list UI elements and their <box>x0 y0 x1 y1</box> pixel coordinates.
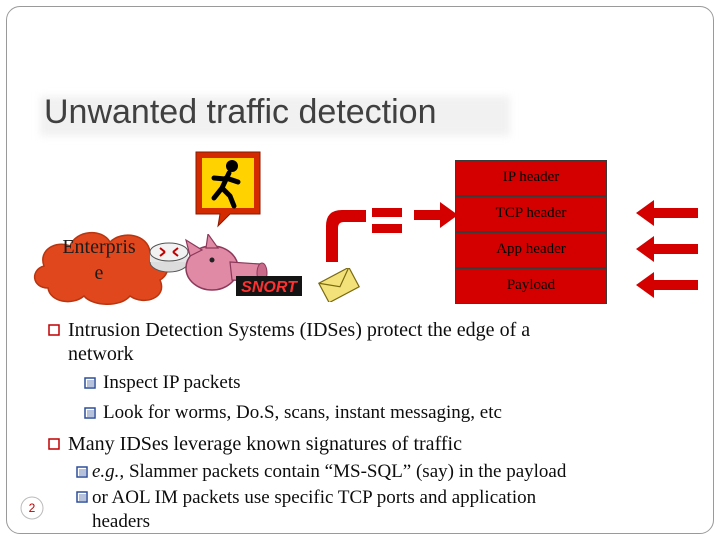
envelope-icon <box>318 268 360 302</box>
packet-app-header: App header <box>455 232 607 268</box>
bullet-box-icon <box>76 466 88 478</box>
packet-stack: IP header TCP header App header Payload <box>455 160 607 304</box>
left-arrow-icon <box>636 272 698 298</box>
sub-bullet-inspect: Inspect IP packets <box>103 372 241 393</box>
right-arrow-icon <box>414 202 458 228</box>
left-arrow-icon <box>636 236 698 262</box>
page-number: 2 <box>28 501 36 515</box>
equals-icon <box>372 208 402 233</box>
title-shadow <box>40 96 510 136</box>
page-number-badge <box>20 496 44 520</box>
packet-payload: Payload <box>455 268 607 304</box>
snort-pig-logo: SNORT <box>185 234 302 296</box>
packet-ip-header: IP header <box>455 160 607 196</box>
bullet-box-icon <box>76 491 88 503</box>
bullet-ids-text-cont: network <box>68 343 134 365</box>
bullet-box-icon <box>84 407 96 419</box>
bullet-box-icon <box>48 324 60 336</box>
bullet-box-icon <box>84 377 96 389</box>
sub-bullet-slammer: e.g., Slammer packets contain “MS-SQL” (… <box>92 460 566 483</box>
sub-bullet-look-for: Look for worms, Do.S, scans, instant mes… <box>103 402 502 423</box>
snort-logo-text: SNORT <box>241 279 298 296</box>
eg-emphasis: e.g., <box>92 461 125 482</box>
bullet-signatures-text: Many IDSes leverage known signatures of … <box>68 433 462 455</box>
slide-title: Unwanted traffic detection <box>44 93 437 131</box>
aim-running-man-icon <box>195 151 261 228</box>
left-arrow-icon <box>636 200 698 226</box>
packet-tcp-header: TCP header <box>455 196 607 232</box>
slammer-text: Slammer packets contain “MS-SQL” (say) i… <box>124 461 567 482</box>
bullet-ids-text: Intrusion Detection Systems (IDSes) prot… <box>68 319 531 341</box>
bullet-box-icon <box>48 438 60 450</box>
sub-bullet-aol-cont: headers <box>92 511 151 532</box>
sub-bullet-aol: or AOL IM packets use specific TCP ports… <box>92 487 537 508</box>
router-icon <box>149 242 189 273</box>
cloud-label: Enterpris e <box>62 236 136 284</box>
bend-arrow-icon <box>326 210 366 262</box>
